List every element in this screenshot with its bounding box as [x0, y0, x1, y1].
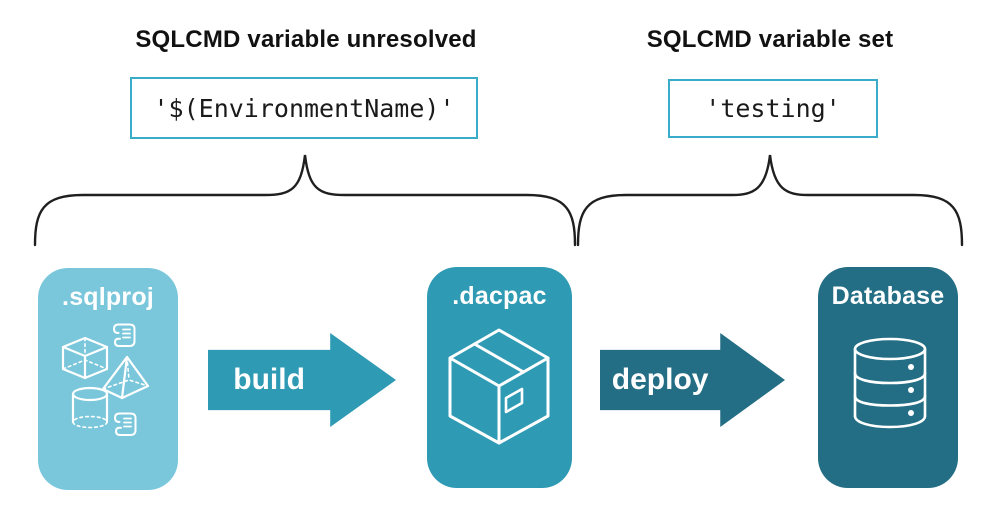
cube-icon	[61, 336, 109, 380]
build-arrow-label: build	[233, 363, 305, 396]
unresolved-variable-code-text: '$(EnvironmentName)'	[153, 93, 455, 123]
node-database: Database	[818, 267, 958, 488]
node-dacpac: .dacpac	[427, 267, 572, 488]
right-annotation-title: SQLCMD variable set	[646, 26, 894, 53]
node-dacpac-label: .dacpac	[452, 282, 547, 310]
left-brace	[33, 154, 577, 247]
deploy-arrow: deploy	[600, 333, 785, 427]
right-brace	[576, 154, 964, 247]
unresolved-variable-code-box: '$(EnvironmentName)'	[130, 77, 478, 139]
database-cylinder-icon	[853, 337, 927, 429]
deploy-arrow-label: deploy	[611, 363, 709, 396]
node-sqlproj: .sqlproj	[38, 268, 178, 490]
cylinder-icon	[71, 386, 109, 429]
node-sqlproj-label: .sqlproj	[62, 283, 154, 311]
left-annotation-title: SQLCMD variable unresolved	[135, 26, 477, 53]
resolved-variable-code-text: 'testing'	[705, 94, 841, 123]
pyramid-icon	[101, 355, 150, 400]
package-box-icon	[448, 328, 550, 445]
sql-source-objects-icon	[61, 323, 150, 436]
resolved-variable-code-box: 'testing'	[668, 79, 878, 138]
node-database-label: Database	[831, 282, 945, 310]
build-arrow: build	[208, 333, 396, 427]
scroll-icon	[114, 412, 137, 436]
scroll-icon	[113, 323, 136, 347]
